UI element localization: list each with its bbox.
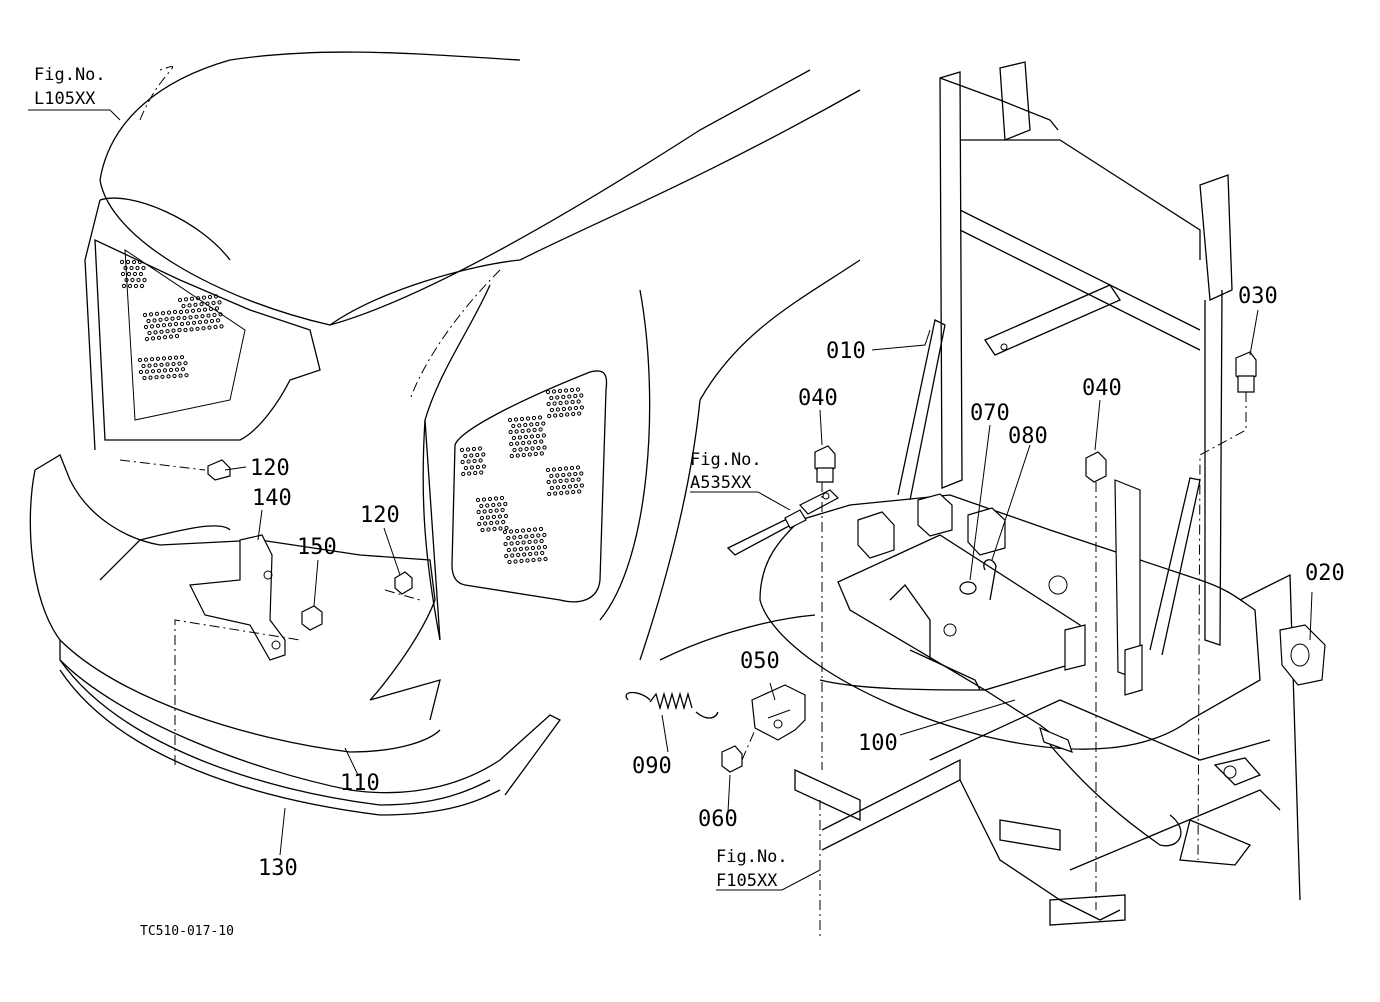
part-100-rod — [659, 614, 1182, 847]
part-label-060: 060 — [698, 807, 738, 832]
part-label-010: 010 — [826, 339, 866, 364]
part-label-090: 090 — [632, 754, 672, 779]
reference-fig-a535: Fig.No. A535XX — [690, 450, 762, 493]
part-label-100: 100 — [858, 731, 898, 756]
part-label-110: 110 — [340, 771, 380, 796]
bolt-150 — [301, 605, 323, 631]
chassis-frame — [794, 573, 1301, 940]
reference-fig-f105: Fig.No. F105XX — [716, 847, 788, 891]
part-label-050: 050 — [740, 649, 780, 674]
part-label-070: 070 — [970, 401, 1010, 426]
hood-outline — [84, 51, 861, 661]
part-label-030: 030 — [1238, 284, 1278, 309]
ref-f105-line1: Fig.No. — [716, 847, 788, 867]
part-label-150: 150 — [297, 535, 337, 560]
part-label-040-right: 040 — [1082, 376, 1122, 401]
left-grille — [94, 238, 321, 441]
wire-harness-a535 — [726, 489, 839, 556]
assembly-line — [174, 619, 301, 765]
part-070-pin — [959, 581, 977, 595]
part-label-040-left: 040 — [798, 386, 838, 411]
reference-fig-l105: Fig.No. L105XX — [34, 65, 106, 109]
part-label-120-right: 120 — [360, 503, 400, 528]
part-label-020: 020 — [1305, 561, 1345, 586]
assembly-line — [384, 589, 421, 601]
ref-f105-line2: F105XX — [716, 871, 778, 891]
rops-frame — [897, 61, 1233, 656]
part-label-080: 080 — [1008, 424, 1048, 449]
step-plate — [759, 494, 1261, 750]
ref-a535-line2: A535XX — [690, 473, 752, 493]
part-090-spring — [625, 691, 719, 719]
ref-l105-line2: L105XX — [34, 89, 96, 109]
leader-lines — [28, 109, 1313, 891]
bracket-140 — [189, 534, 286, 661]
step-brackets — [857, 479, 1143, 696]
part-040-bolt-left — [814, 445, 836, 483]
assembly-line — [119, 459, 206, 471]
part-040-bolt-right — [1085, 451, 1107, 483]
part-030-bolt — [1235, 351, 1257, 393]
ref-a535-line1: Fig.No. — [690, 450, 762, 470]
part-080-clip — [983, 559, 997, 601]
part-020-washer — [1279, 624, 1326, 686]
part-050-latch — [751, 684, 806, 741]
part-060-bolt — [721, 745, 743, 773]
bolt-120-left — [207, 459, 231, 481]
side-grille — [451, 370, 608, 603]
assembly-line — [1197, 392, 1247, 861]
assembly-line — [741, 729, 756, 761]
bolt-120-right — [394, 571, 413, 595]
part-label-130: 130 — [258, 856, 298, 881]
part-label-120-left: 120 — [250, 456, 290, 481]
drawing-code: TC510-017-10 — [140, 924, 234, 939]
part-label-140: 140 — [252, 486, 292, 511]
ref-l105-line1: Fig.No. — [34, 65, 106, 85]
front-bumper — [29, 454, 561, 816]
